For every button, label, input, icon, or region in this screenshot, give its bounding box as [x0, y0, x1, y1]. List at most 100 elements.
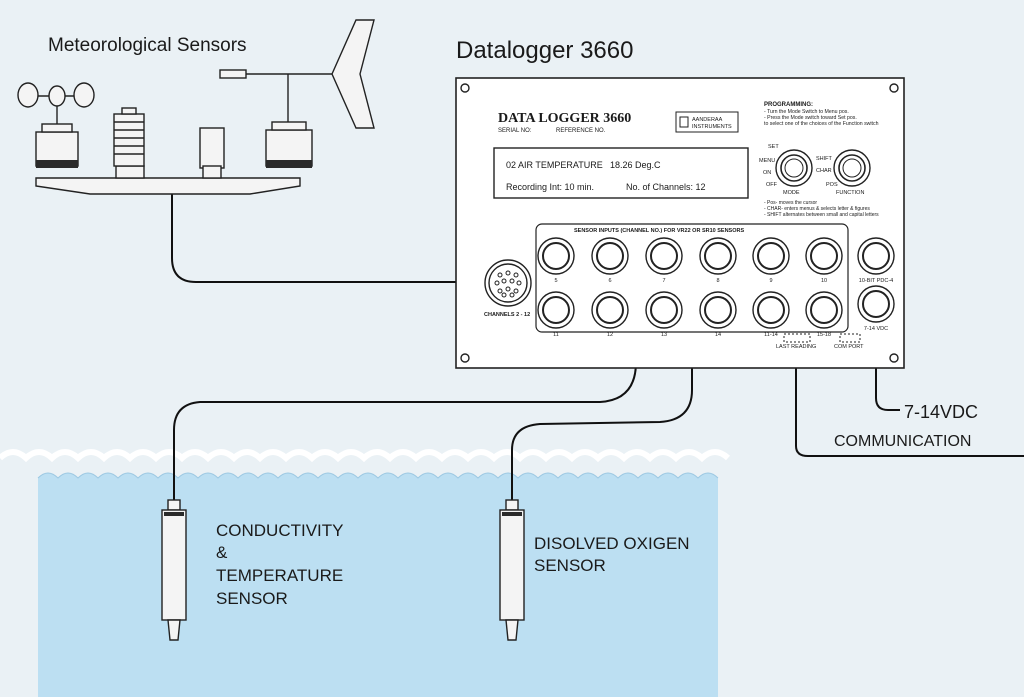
panel-brand: DATA LOGGER 3660 — [498, 111, 631, 126]
pdc-port[interactable]: 10-BIT PDC-4 — [857, 237, 895, 284]
sensor-port-label: 6 — [608, 278, 611, 284]
connector-pin — [516, 280, 522, 286]
met-sensors-label: Meteorological Sensors — [48, 35, 247, 56]
channels-connector[interactable]: CHANNELS 2 - 12 — [484, 259, 532, 318]
lcd-display: 02 AIR TEMPERATURE 18.26 Deg.C Recording… — [493, 147, 749, 199]
function-shift-label: SHIFT — [816, 156, 833, 162]
connector-pin — [509, 292, 515, 298]
sensor-port-label: 13 — [661, 332, 667, 338]
note-line-3: - SHIFT alternates between small and cap… — [764, 212, 879, 218]
sensor-port-13[interactable]: 13 — [645, 291, 683, 338]
sensor-ports: 5 6 7 8 9 10 11 12 13 14 11-14 15-18 10-BIT PDC-4 7-1… — [537, 237, 895, 338]
sensor-port-12[interactable]: 12 — [591, 291, 629, 338]
connector-pin — [497, 288, 503, 294]
sensor-port-5[interactable]: 5 — [537, 237, 575, 284]
channels-connector-label: CHANNELS 2 - 12 — [484, 312, 530, 318]
conductivity-line-2: & — [216, 543, 228, 562]
datalogger-panel: DATA LOGGER 3660 SERIAL NO: REFERENCE NO… — [455, 77, 905, 369]
sensor-port-label: 14 — [715, 332, 721, 338]
communication-label: COMMUNICATION — [834, 433, 971, 450]
function-switch[interactable]: SHIFT CHAR POS FUNCTION — [816, 149, 871, 196]
oxygen-line-1: DISOLVED OXIGEN — [534, 534, 690, 553]
wind-vane-icon — [219, 19, 375, 168]
conductivity-line-4: SENSOR — [216, 589, 288, 608]
connector-pin — [494, 280, 500, 286]
sensor-port-label: 7 — [662, 278, 665, 284]
mode-menu-label: MENU — [759, 158, 775, 164]
function-pos-label: POS — [826, 182, 838, 188]
mode-off-label: OFF — [766, 182, 778, 188]
programming-title: PROGRAMMING: — [764, 102, 813, 108]
sensor-port-14[interactable]: 14 — [699, 291, 737, 338]
serial-label: SERIAL NO: — [498, 128, 532, 134]
sensor-port-9[interactable]: 9 — [752, 237, 790, 284]
connector-pin — [501, 278, 507, 284]
com-port-label: COM PORT — [834, 344, 864, 350]
sensor-port-label: 11 — [553, 332, 559, 338]
sensor-port-label: 15-18 — [817, 332, 831, 338]
last-reading-label: LAST READING — [776, 344, 816, 350]
meteorological-sensors: Meteorological Sensors — [17, 19, 375, 195]
power-port-label: 7-14 VDC — [864, 326, 888, 332]
oxygen-line-2: SENSOR — [534, 556, 606, 575]
note-line-1: - Pos- moves the cursor — [764, 200, 817, 206]
connector-pin — [513, 288, 519, 294]
reference-label: REFERENCE NO. — [556, 128, 606, 134]
mode-switch[interactable]: SET MENU ON OFF MODE — [759, 144, 813, 196]
maker-line-2: INSTRUMENTS — [692, 124, 732, 130]
mode-label: MODE — [783, 190, 800, 196]
connector-pin — [505, 286, 511, 292]
programming-line-2: - Press the Mode switch toward Set pos. — [764, 115, 857, 121]
connector-pin — [505, 270, 511, 276]
sensor-port-15-18[interactable]: 15-18 — [805, 291, 843, 338]
connector-pins — [494, 270, 522, 298]
sensor-port-6[interactable]: 6 — [591, 237, 629, 284]
pdc-port-label: 10-BIT PDC-4 — [859, 278, 893, 284]
sensor-port-label: 9 — [769, 278, 772, 284]
oxygen-sensor-icon — [499, 499, 525, 641]
programming-line-1: - Turn the Mode Switch to Menu pos. — [764, 109, 849, 115]
sensor-port-label: 12 — [607, 332, 613, 338]
communication-cable — [795, 344, 1024, 457]
mode-on-label: ON — [763, 170, 771, 176]
sensor-port-11[interactable]: 11 — [537, 291, 575, 338]
function-char-label: CHAR — [816, 168, 832, 174]
conductivity-sensor-icon — [161, 499, 187, 641]
conductivity-line-1: CONDUCTIVITY — [216, 521, 344, 540]
sensor-port-label: 10 — [821, 278, 827, 284]
sensor-port-label: 11-14 — [764, 332, 778, 338]
connector-pin — [513, 272, 519, 278]
conductivity-label: CONDUCTIVITY & TEMPERATURE SENSOR — [216, 521, 344, 608]
connector-pin — [497, 272, 503, 278]
sensor-port-10[interactable]: 10 — [805, 237, 843, 284]
sensor-inputs-header: SENSOR INPUTS (CHANNEL NO.) FOR VR22 OR … — [574, 228, 744, 234]
met-cable — [171, 192, 486, 283]
function-label: FUNCTION — [836, 190, 864, 196]
sensor-port-11-14[interactable]: 11-14 — [752, 291, 790, 338]
display-channel: 02 AIR TEMPERATURE — [506, 160, 603, 170]
connector-pin — [509, 278, 515, 284]
sensor-port-label: 5 — [554, 278, 557, 284]
humidity-sensor-icon — [199, 127, 225, 179]
water-body — [0, 449, 731, 697]
programming-line-3: to select one of the choices of the Func… — [764, 121, 879, 127]
anemometer-icon — [17, 82, 95, 168]
sensor-port-8[interactable]: 8 — [699, 237, 737, 284]
sensor-port-label: 8 — [716, 278, 719, 284]
temperature-shield-icon — [113, 107, 145, 167]
oxygen-label: DISOLVED OXIGEN SENSOR — [534, 534, 690, 575]
conductivity-line-3: TEMPERATURE — [216, 566, 343, 585]
maker-logo-icon — [679, 116, 689, 128]
vdc-label: 7-14VDC — [904, 402, 978, 422]
mounting-hole-icon — [460, 83, 899, 363]
display-interval: Recording Int: 10 min. — [506, 182, 594, 192]
datalogger-title: Datalogger 3660 — [456, 37, 633, 64]
power-port[interactable]: 7-14 VDC — [857, 285, 895, 332]
maker-line-1: AANDERAA — [692, 117, 723, 123]
note-line-2: - CHAR- enters menus & selects letter & … — [764, 206, 870, 212]
display-channel-count: No. of Channels: 12 — [626, 182, 706, 192]
mode-set-label: SET — [768, 144, 779, 150]
sensor-port-7[interactable]: 7 — [645, 237, 683, 284]
